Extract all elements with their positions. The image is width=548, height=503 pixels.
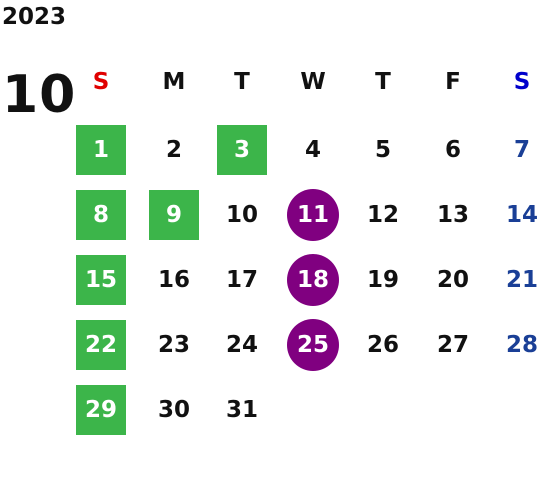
day-cell[interactable]: 16 [157, 267, 190, 293]
day-cell[interactable]: 19 [366, 267, 399, 293]
day-cell[interactable]: 27 [436, 332, 469, 358]
day-cell[interactable]: 12 [366, 202, 399, 228]
day-cell[interactable]: 18 [287, 254, 339, 306]
day-cell[interactable]: 3 [217, 125, 267, 175]
day-cell[interactable]: 28 [505, 332, 538, 358]
day-cell[interactable]: 14 [505, 202, 538, 228]
day-cell[interactable]: 13 [436, 202, 469, 228]
day-cell[interactable]: 21 [505, 267, 538, 293]
day-cell[interactable]: 5 [374, 137, 391, 163]
day-cell[interactable]: 23 [157, 332, 190, 358]
day-cell[interactable]: 25 [287, 319, 339, 371]
weekday-label: M [162, 69, 186, 95]
weekday-label: W [300, 69, 326, 95]
day-cell[interactable]: 30 [157, 397, 190, 423]
day-cell[interactable]: 2 [165, 137, 182, 163]
day-cell[interactable]: 17 [225, 267, 258, 293]
day-cell[interactable]: 6 [444, 137, 461, 163]
day-cell[interactable]: 10 [225, 202, 258, 228]
weekday-label: S [92, 69, 110, 95]
day-cell[interactable]: 31 [225, 397, 258, 423]
weekday-label: F [445, 69, 461, 95]
day-cell[interactable]: 4 [304, 137, 321, 163]
weekday-label: T [234, 69, 250, 95]
day-cell[interactable]: 26 [366, 332, 399, 358]
weekday-label: S [513, 69, 531, 95]
day-cell[interactable]: 1 [76, 125, 126, 175]
year-label: 2023 [2, 4, 67, 30]
day-cell[interactable]: 20 [436, 267, 469, 293]
day-cell[interactable]: 11 [287, 189, 339, 241]
day-cell[interactable]: 29 [76, 385, 126, 435]
day-cell[interactable]: 22 [76, 320, 126, 370]
day-cell[interactable]: 9 [149, 190, 199, 240]
weekday-label: T [375, 69, 391, 95]
month-number: 10 [2, 65, 77, 125]
day-cell[interactable]: 15 [76, 255, 126, 305]
day-cell[interactable]: 8 [76, 190, 126, 240]
day-cell[interactable]: 7 [513, 137, 530, 163]
day-cell[interactable]: 24 [225, 332, 258, 358]
